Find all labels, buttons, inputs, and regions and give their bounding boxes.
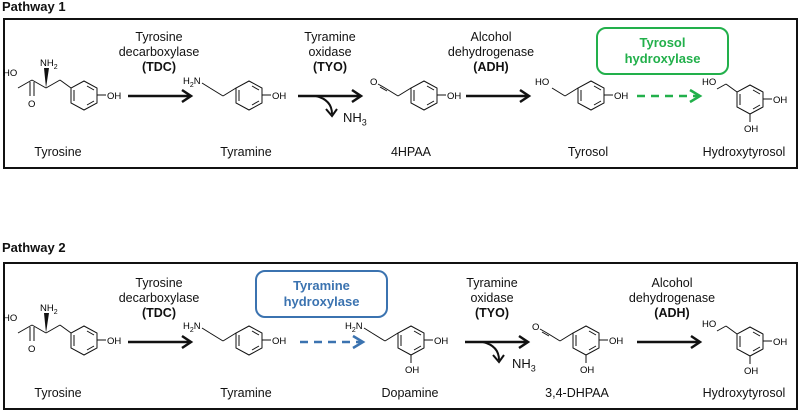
enzyme-line2: dehydrogenase xyxy=(447,45,535,59)
tyramine-structure-2: H2N OH xyxy=(183,321,286,356)
enzyme-line2: oxidase xyxy=(308,45,352,59)
enzyme-line1: Alcohol xyxy=(470,30,512,44)
compound-name: Tyramine xyxy=(220,386,272,400)
atom-oh: OH xyxy=(107,91,121,102)
atom-h2n: H2N xyxy=(183,76,201,89)
atom-oh: OH xyxy=(614,91,628,102)
enzyme-line2: decarboxylase xyxy=(118,45,200,59)
atom-oh: OH xyxy=(272,336,286,347)
arrow-tyramine-hydroxylase xyxy=(300,334,366,350)
arrow-adh xyxy=(637,334,703,350)
enzyme-tdc-label: Tyrosine decarboxylase (TDC) xyxy=(84,276,234,321)
atom-oh: OH xyxy=(405,365,419,376)
atom-oh: OH xyxy=(580,365,594,376)
arrow-tyo xyxy=(298,88,364,118)
atom-h2n: H2N xyxy=(345,321,363,334)
atom-ho: HO xyxy=(702,319,716,330)
enzyme-line1: Alcohol xyxy=(651,276,693,290)
atom-o: O xyxy=(28,344,35,355)
atom-ho: HO xyxy=(702,77,716,88)
atom-h2n: H2N xyxy=(183,321,201,334)
atom-ho: HO xyxy=(3,313,17,324)
pathway1-title: Pathway 1 xyxy=(2,0,66,14)
enzyme-abbr: (ADH) xyxy=(473,60,509,74)
tyramine-structure-1: H2N OH xyxy=(183,76,286,111)
compound-name: 3,4-DHPAA xyxy=(545,386,609,400)
atom-oh: OH xyxy=(447,91,461,102)
atom-oh: OH xyxy=(773,95,787,106)
atom-oh: OH xyxy=(272,91,286,102)
compound-name: Tyrosine xyxy=(34,386,82,400)
atom-ho: HO xyxy=(535,77,549,88)
enzyme-line1: Tyrosine xyxy=(135,276,183,290)
atom-oh: OH xyxy=(744,366,758,377)
4hpaa-structure: O OH xyxy=(370,77,461,111)
compound-name: Hydroxytyrosol xyxy=(702,386,786,400)
enzyme-tyo-label: Tyramine oxidase (TYO) xyxy=(255,30,405,75)
compound-name: Hydroxytyrosol xyxy=(702,145,786,159)
compound-name: 4HPAA xyxy=(390,145,432,159)
atom-oh: OH xyxy=(107,336,121,347)
nh3-sub: 3 xyxy=(361,117,367,128)
34-dhpaa-structure: O OH OH xyxy=(532,322,623,376)
arrow-tyrosol-hydroxylase xyxy=(637,88,703,104)
enzyme-abbr: (TDC) xyxy=(141,306,176,320)
dopamine-structure: H2N OH OH xyxy=(345,321,448,376)
tyrosine-structure-1: HO O NH2 OH xyxy=(3,58,121,111)
pathway1-panel xyxy=(3,18,798,169)
atom-o: O xyxy=(532,322,539,333)
enzyme-abbr: (TYO) xyxy=(312,60,348,74)
enzyme-line2: oxidase xyxy=(470,291,514,305)
highlight-line1: Tyramine xyxy=(293,278,350,293)
ammonia-byproduct-2: NH3 xyxy=(512,356,536,374)
compound-name: Tyramine xyxy=(220,145,272,159)
compound-name: Tyrosine xyxy=(34,145,82,159)
atom-oh: OH xyxy=(609,336,623,347)
tyrosol-hydroxylase-box: Tyrosol hydroxylase xyxy=(596,27,729,75)
arrow-adh xyxy=(466,88,532,104)
atom-oh: OH xyxy=(773,337,787,348)
atom-oh: OH xyxy=(744,124,758,135)
nh3-base: NH xyxy=(343,110,362,125)
highlight-line2: hydroxylase xyxy=(624,51,701,66)
tyrosine-structure-2: HO O NH2 OH xyxy=(3,303,121,356)
atom-oh: OH xyxy=(434,336,448,347)
hydroxytyrosol-structure-1: HO OH OH xyxy=(702,77,787,135)
arrow-tdc xyxy=(128,334,194,350)
enzyme-abbr: (TDC) xyxy=(141,60,176,74)
enzyme-adh-label: Alcohol dehydrogenase (ADH) xyxy=(416,30,566,75)
atom-nh2: NH2 xyxy=(40,58,58,71)
highlight-line1: Tyrosol xyxy=(639,35,686,50)
highlight-line2: hydroxylase xyxy=(283,294,360,309)
enzyme-abbr: (ADH) xyxy=(654,306,690,320)
atom-o: O xyxy=(370,77,377,88)
enzyme-line1: Tyramine xyxy=(304,30,356,44)
enzyme-line1: Tyramine xyxy=(466,276,518,290)
enzyme-line1: Tyrosine xyxy=(135,30,183,44)
tyramine-hydroxylase-box: Tyramine hydroxylase xyxy=(255,270,388,318)
nh3-sub: 3 xyxy=(530,363,536,374)
enzyme-abbr: (TYO) xyxy=(474,306,510,320)
atom-o: O xyxy=(28,99,35,110)
pathway2-panel xyxy=(3,262,798,410)
ammonia-byproduct-1: NH3 xyxy=(343,110,367,128)
tyrosol-structure: HO OH xyxy=(535,77,628,111)
pathway2-title: Pathway 2 xyxy=(2,240,66,255)
compound-name: Tyrosol xyxy=(567,145,609,159)
arrow-tdc xyxy=(128,88,194,104)
enzyme-tyo-label: Tyramine oxidase (TYO) xyxy=(417,276,567,321)
hydroxytyrosol-structure-2: HO OH OH xyxy=(702,319,787,377)
nh3-base: NH xyxy=(512,356,531,371)
atom-nh2: NH2 xyxy=(40,303,58,316)
enzyme-line2: decarboxylase xyxy=(118,291,200,305)
enzyme-adh-label: Alcohol dehydrogenase (ADH) xyxy=(597,276,747,321)
compound-name: Dopamine xyxy=(381,386,439,400)
arrow-tyo xyxy=(465,334,531,364)
atom-ho: HO xyxy=(3,68,17,79)
enzyme-tdc-label: Tyrosine decarboxylase (TDC) xyxy=(84,30,234,75)
enzyme-line2: dehydrogenase xyxy=(628,291,716,305)
